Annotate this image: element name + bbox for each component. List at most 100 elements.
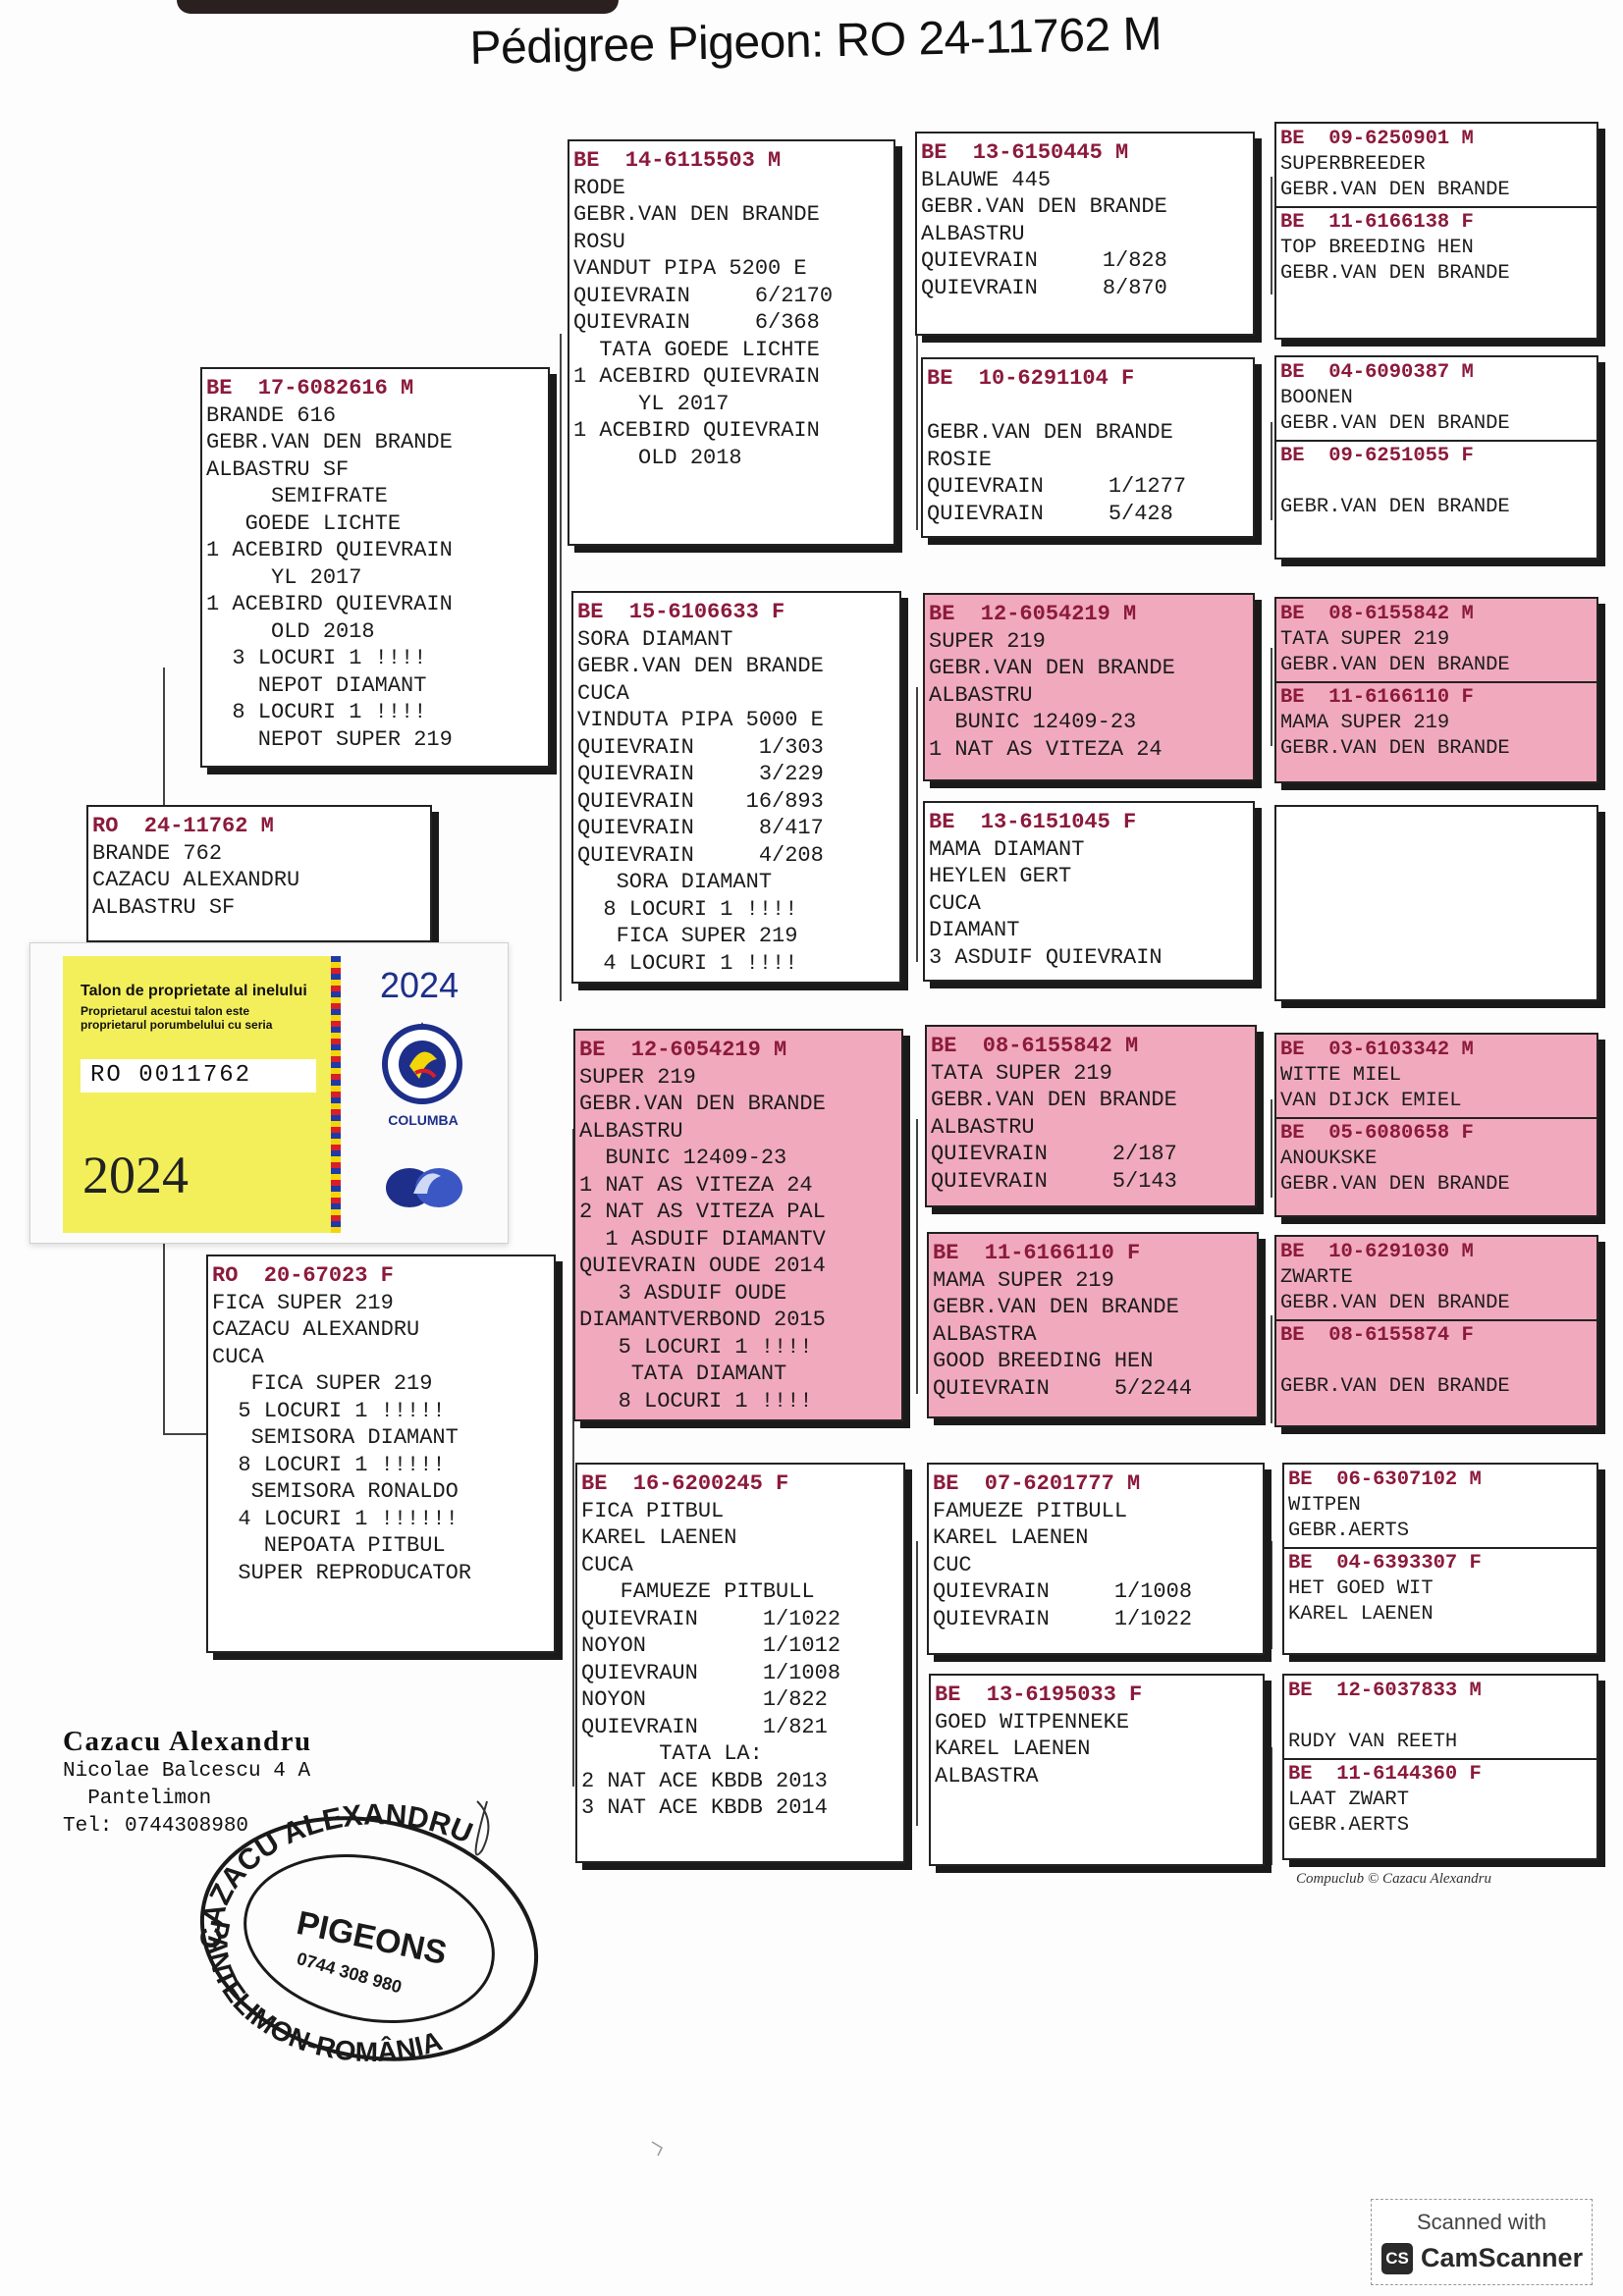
pedigree-line: QUIEVRAIN 6/2170	[573, 283, 834, 308]
pedigree-line: RUDY VAN REETH	[1288, 1731, 1458, 1753]
pedigree-line: GEBR.VAN DEN BRANDE	[1280, 412, 1510, 435]
owner-phone: Tel: 0744308980	[63, 1815, 249, 1838]
pedigree-line: CUCA	[212, 1344, 264, 1369]
pedigree-line: ZWARTE	[1280, 1266, 1353, 1289]
pedigree-line: 1 NAT AS VITEZA 24	[579, 1172, 813, 1198]
pedigree-line: YL 2017	[573, 391, 730, 416]
ring-number: BE 09-6250901 M	[1280, 128, 1474, 150]
page-title: Pédigree Pigeon: RO 24-11762 M	[469, 8, 1163, 75]
pedigree-line: NOYON 1/822	[581, 1687, 828, 1712]
pedigree-line: GEBR.VAN DEN BRANDE	[931, 1088, 1177, 1112]
pedigree-line: 1 ACEBIRD QUIEVRAIN	[206, 538, 453, 562]
pedigree-line: QUIEVRAIN 3/229	[577, 762, 824, 786]
pedigree-line: 3 ASDUIF OUDE	[579, 1280, 787, 1306]
columba-logo-icon	[382, 1022, 462, 1104]
pedigree-line: BLAUWE 445	[921, 167, 1052, 192]
pedigree-line: QUIEVRAIN 5/428	[927, 501, 1173, 526]
pedigree-line: OLD 2018	[206, 618, 375, 644]
pedigree-line: SEMISORA RONALDO	[212, 1479, 459, 1504]
pedigree-line: KAREL LAENEN	[935, 1736, 1091, 1761]
pedigree-line: GEBR.VAN DEN BRANDE	[1280, 654, 1510, 676]
pedigree-line: FICA SUPER 219	[212, 1371, 433, 1396]
pedigree-line: 4 LOCURI 1 !!!!	[577, 950, 798, 976]
pedigree-line: QUIEVRAIN 1/1277	[927, 474, 1187, 499]
pedigree-line: WITPEN	[1288, 1494, 1361, 1517]
owner-address-2: Pantelimon	[63, 1788, 212, 1810]
pedigree-line: NOYON 1/1012	[581, 1633, 841, 1658]
pedigree-line: 3 NAT ACE KBDB 2014	[581, 1795, 828, 1820]
pedigree-line: GOOD BREEDING HEN	[933, 1349, 1154, 1373]
pedigree-line: 1 ACEBIRD QUIEVRAIN	[573, 418, 820, 443]
pedigree-line	[1280, 1349, 1593, 1374]
pedigree-line: MAMA DIAMANT	[929, 836, 1085, 862]
pedigree-line: SUPERBREEDER	[1280, 153, 1426, 176]
pedigree-section: BE 09-6251055 F GEBR.VAN DEN BRANDE	[1276, 440, 1596, 520]
camscanner-logo-icon: CS	[1381, 2243, 1413, 2274]
card-yellow-panel	[63, 956, 341, 1233]
pedigree-line: 5 LOCURI 1 !!!!!	[212, 1398, 446, 1423]
pedigree-line: QUIEVRAIN 6/368	[573, 310, 820, 335]
pedigree-line: TATA GOEDE LICHTE	[573, 337, 820, 362]
pedigree-line: TATA SUPER 219	[1280, 628, 1450, 651]
pedigree-line: QUIEVRAIN 1/1008	[933, 1579, 1193, 1604]
pedigree-line: SUPER REPRODUCATOR	[212, 1560, 472, 1585]
pedigree-line: 2 NAT AS VITEZA PAL	[579, 1200, 826, 1224]
pedigree-line: LAAT ZWART	[1288, 1789, 1410, 1811]
pedigree-line: WITTE MIEL	[1280, 1064, 1402, 1087]
pedigree-line: 8 LOCURI 1 !!!!!	[212, 1452, 446, 1477]
connector-line	[1271, 1099, 1272, 1198]
pedigree-line: ALBASTRU	[921, 221, 1025, 246]
pedigree-line: GEBR.VAN DEN BRANDE	[921, 194, 1167, 219]
ring-number: BE 10-6291030 M	[1280, 1241, 1474, 1263]
ring-number: BE 15-6106633 F	[577, 600, 785, 624]
ring-number: BE 16-6200245 F	[581, 1471, 789, 1496]
pedigree-line: 8 LOCURI 1 !!!!	[206, 700, 427, 724]
pedigree-line: QUIEVRAIN 1/1022	[933, 1606, 1193, 1631]
pedigree-line: KAREL LAENEN	[1288, 1603, 1434, 1626]
pedigree-line: GEBR.VAN DEN BRANDE	[1280, 1375, 1510, 1398]
ring-number: BE 11-6166138 F	[1280, 211, 1474, 234]
ring-number: BE 10-6291104 F	[927, 366, 1135, 391]
pedigree-line: QUIEVRAIN 16/893	[577, 788, 824, 814]
pedigree-line: VINDUTA PIPA 5000 E	[577, 708, 824, 732]
pedigree-box-gen4-empty	[1274, 805, 1598, 1001]
connector-line	[1271, 648, 1272, 746]
pedigree-line: DIAMANTVERBOND 2015	[579, 1308, 826, 1332]
pedigree-line: NEPOATA PITBUL	[212, 1533, 446, 1558]
pedigree-line: 8 LOCURI 1 !!!!	[577, 896, 798, 922]
pedigree-line: GOED WITPENNEKE	[935, 1709, 1130, 1735]
pedigree-line: GEBR.VAN DEN BRANDE	[573, 202, 820, 227]
connector-line	[1271, 1315, 1272, 1423]
pedigree-line: SEMIFRATE	[206, 484, 388, 508]
pedigree-line: GEBR.VAN DEN BRANDE	[933, 1295, 1179, 1319]
pedigree-line: 1 ACEBIRD QUIEVRAIN	[206, 592, 453, 616]
connector-line	[163, 1433, 212, 1435]
pedigree-line: VANDUT PIPA 5200 E	[573, 256, 807, 281]
pedigree-line: FICA SUPER 219	[577, 924, 798, 948]
pedigree-line: TATA SUPER 219	[931, 1060, 1112, 1086]
ring-number: BE 13-6151045 F	[929, 810, 1137, 834]
ring-number: BE 04-6090387 M	[1280, 361, 1474, 384]
pedigree-line: ANOUKSKE	[1280, 1148, 1378, 1170]
pedigree-line: QUIEVRAIN 1/1022	[581, 1606, 841, 1631]
ring-number: BE 11-6166110 F	[1280, 686, 1474, 709]
pedigree-line: BRANDE 762	[92, 840, 223, 866]
owner-address-1: Nicolae Balcescu 4 A	[63, 1760, 311, 1783]
